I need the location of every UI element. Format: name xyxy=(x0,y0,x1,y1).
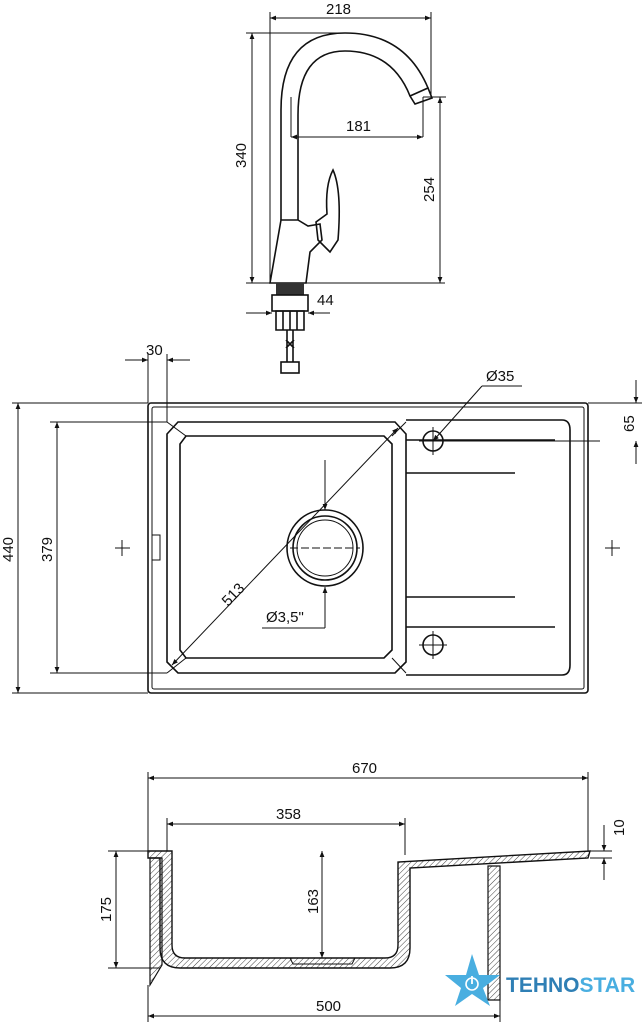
drain-size-label: Ø3,5" xyxy=(266,609,304,626)
spout-height-label: 254 xyxy=(421,177,438,202)
sink-width-label: 670 xyxy=(352,760,377,777)
rim-thickness-label: 10 xyxy=(611,819,628,836)
tehnostar-logo: TEHNOSTAR xyxy=(445,954,635,1006)
cabinet-width-label: 500 xyxy=(316,998,341,1015)
bowl-width-label: 358 xyxy=(276,806,301,823)
svg-text:TEHNOSTAR: TEHNOSTAR xyxy=(506,974,635,997)
bowl-depth-label: 379 xyxy=(39,537,56,562)
faucet-reach-label: 181 xyxy=(346,118,371,135)
diagonal-label: 513 xyxy=(219,580,249,610)
faucet-width-label: 218 xyxy=(326,1,351,18)
faucet-view: 218 340 181 254 44 xyxy=(233,1,446,374)
faucet-height-label: 340 xyxy=(233,143,250,168)
tap-offset-label: 65 xyxy=(621,415,638,432)
logo-text-a: TEHNO xyxy=(506,974,580,997)
faucet-base-label: 44 xyxy=(317,292,334,309)
tap-hole-label: Ø35 xyxy=(486,368,514,385)
bowl-height-label: 163 xyxy=(305,889,322,914)
sink-top-view: 30 Ø35 65 440 379 513 Ø3,5" xyxy=(0,342,642,694)
sink-depth-label: 440 xyxy=(0,537,17,562)
sink-side-view: 670 358 10 175 163 500 xyxy=(98,760,628,1022)
sink-height-label: 175 xyxy=(98,897,115,922)
logo-text-b: STAR xyxy=(580,974,636,997)
rim-offset-label: 30 xyxy=(146,342,163,359)
